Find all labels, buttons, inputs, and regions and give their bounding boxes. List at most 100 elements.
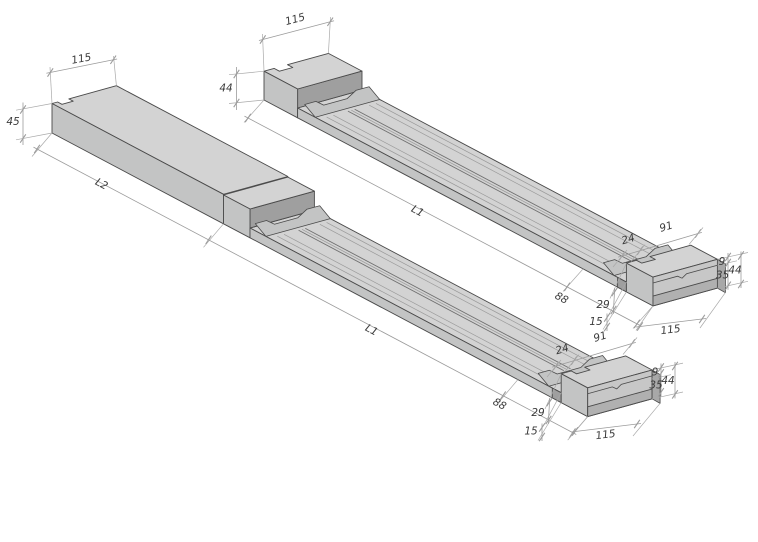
dim-tick <box>326 17 334 27</box>
extension-line <box>609 262 627 299</box>
end-block-top-face <box>263 52 363 90</box>
extension-line <box>652 362 684 371</box>
dim-label: 91 <box>658 220 674 235</box>
dim-label: 35 <box>716 270 730 282</box>
extension-line <box>328 16 331 54</box>
extension-line <box>31 132 53 157</box>
dim-tick <box>633 319 641 329</box>
dim-label: L2 <box>93 176 110 193</box>
dim-tick <box>233 98 240 108</box>
extension-line <box>699 292 726 329</box>
extension-line <box>717 280 749 289</box>
groove-line <box>326 222 592 364</box>
dim-tick <box>657 368 665 378</box>
groove-line <box>301 229 568 371</box>
solid-beam-top-face <box>51 85 289 195</box>
groove-line <box>319 224 586 366</box>
dimension-line <box>618 231 702 258</box>
dim-label: 24 <box>554 342 570 357</box>
extension-line <box>228 70 265 76</box>
extension-line <box>15 103 53 111</box>
dim-tick <box>737 279 745 289</box>
dim-tick <box>259 34 267 45</box>
dim-tick <box>109 55 117 65</box>
dim-tick <box>538 422 546 433</box>
dim-label: 44 <box>728 265 741 277</box>
v-groove-line <box>652 264 718 284</box>
dim-tick <box>724 252 732 262</box>
dim-tick <box>546 397 553 407</box>
extension-stub <box>564 354 580 372</box>
dim-label: 115 <box>284 11 307 28</box>
lower-beam <box>51 85 661 418</box>
dimension-line <box>33 146 577 435</box>
dim-label: 115 <box>595 428 617 442</box>
dim-tick <box>19 104 27 115</box>
extension-stub <box>688 227 704 245</box>
dim-tick <box>724 258 732 268</box>
dim-tick <box>233 69 240 79</box>
extension-line <box>203 223 224 248</box>
dim-label: 35 <box>649 380 663 392</box>
dim-tick <box>636 321 644 332</box>
dimension-line <box>552 341 636 368</box>
dim-label: 9 <box>719 256 726 268</box>
extension-line <box>497 379 519 404</box>
extension-stub <box>546 359 562 378</box>
groove-line <box>369 104 653 256</box>
dim-tick <box>571 426 579 437</box>
dim-tick <box>610 305 617 315</box>
groove-line <box>326 116 610 268</box>
dim-label: 88 <box>491 396 509 413</box>
dim-tick <box>737 250 745 261</box>
dimension-line <box>570 423 642 433</box>
cross-rib <box>254 205 331 237</box>
dim-label: L1 <box>363 322 380 338</box>
dim-tick <box>545 415 552 425</box>
groove-line <box>351 109 635 261</box>
extension-line <box>652 391 684 400</box>
extension-line <box>632 403 661 437</box>
dim-tick <box>671 389 679 399</box>
groove-line <box>283 233 550 375</box>
extension-line <box>113 55 117 86</box>
extension-stub <box>622 337 638 355</box>
dim-label: 45 <box>6 116 20 128</box>
extension-stub <box>612 249 628 268</box>
dim-label: L1 <box>409 203 426 219</box>
dim-tick <box>633 419 641 429</box>
dim-tick <box>603 322 611 332</box>
dim-label: 29 <box>531 407 545 419</box>
groove-line <box>375 103 659 254</box>
dim-tick <box>657 362 665 373</box>
dim-tick <box>244 113 252 123</box>
v-groove-line <box>587 375 653 395</box>
dim-tick <box>603 312 611 323</box>
dim-tick <box>671 361 679 371</box>
groove-line <box>347 110 632 262</box>
extension-line <box>652 374 672 380</box>
dimension-line <box>258 20 335 41</box>
extension-line <box>543 392 562 426</box>
dim-label: 115 <box>660 323 682 337</box>
dim-label: 44 <box>661 375 674 387</box>
dim-tick <box>724 281 732 291</box>
dim-label: 15 <box>589 316 603 328</box>
plank-near-face <box>249 227 589 418</box>
dim-tick <box>47 67 54 78</box>
dim-label: 44 <box>219 83 232 95</box>
dim-label: 15 <box>524 426 538 438</box>
dim-label: 115 <box>70 51 92 67</box>
extension-line <box>228 99 265 104</box>
dim-tick <box>563 282 571 292</box>
groove-line <box>298 229 564 372</box>
upper-beam <box>263 52 726 307</box>
dim-tick <box>657 387 665 397</box>
cross-rib <box>304 86 381 118</box>
dim-label: 29 <box>596 299 610 311</box>
groove-line <box>305 227 571 370</box>
dim-tick <box>499 391 507 401</box>
